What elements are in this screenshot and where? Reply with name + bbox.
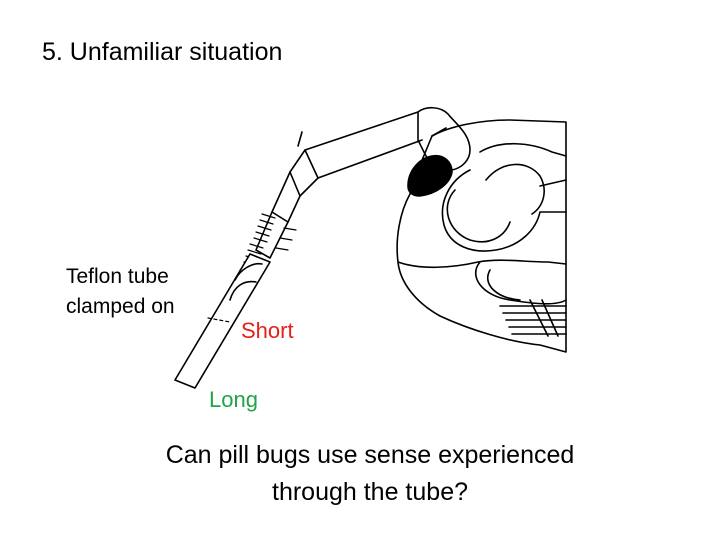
question-line1: Can pill bugs use sense experienced <box>165 441 575 469</box>
long-label: Long <box>209 387 258 412</box>
pill-bug-head <box>396 119 567 353</box>
eye <box>407 154 453 197</box>
teflon-tube-label: Teflon tube clamped on <box>66 262 175 322</box>
antenna <box>255 106 471 259</box>
teflon-label-line1: Teflon tube <box>66 265 169 288</box>
question-line2: through the tube? <box>272 478 468 506</box>
teflon-tube <box>174 253 271 389</box>
short-label: Short <box>241 318 294 343</box>
slide-title: 5. Unfamiliar situation <box>42 38 283 66</box>
teflon-label-line2: clamped on <box>66 295 175 318</box>
question-text: Can pill bugs use sense experienced thro… <box>60 437 680 511</box>
